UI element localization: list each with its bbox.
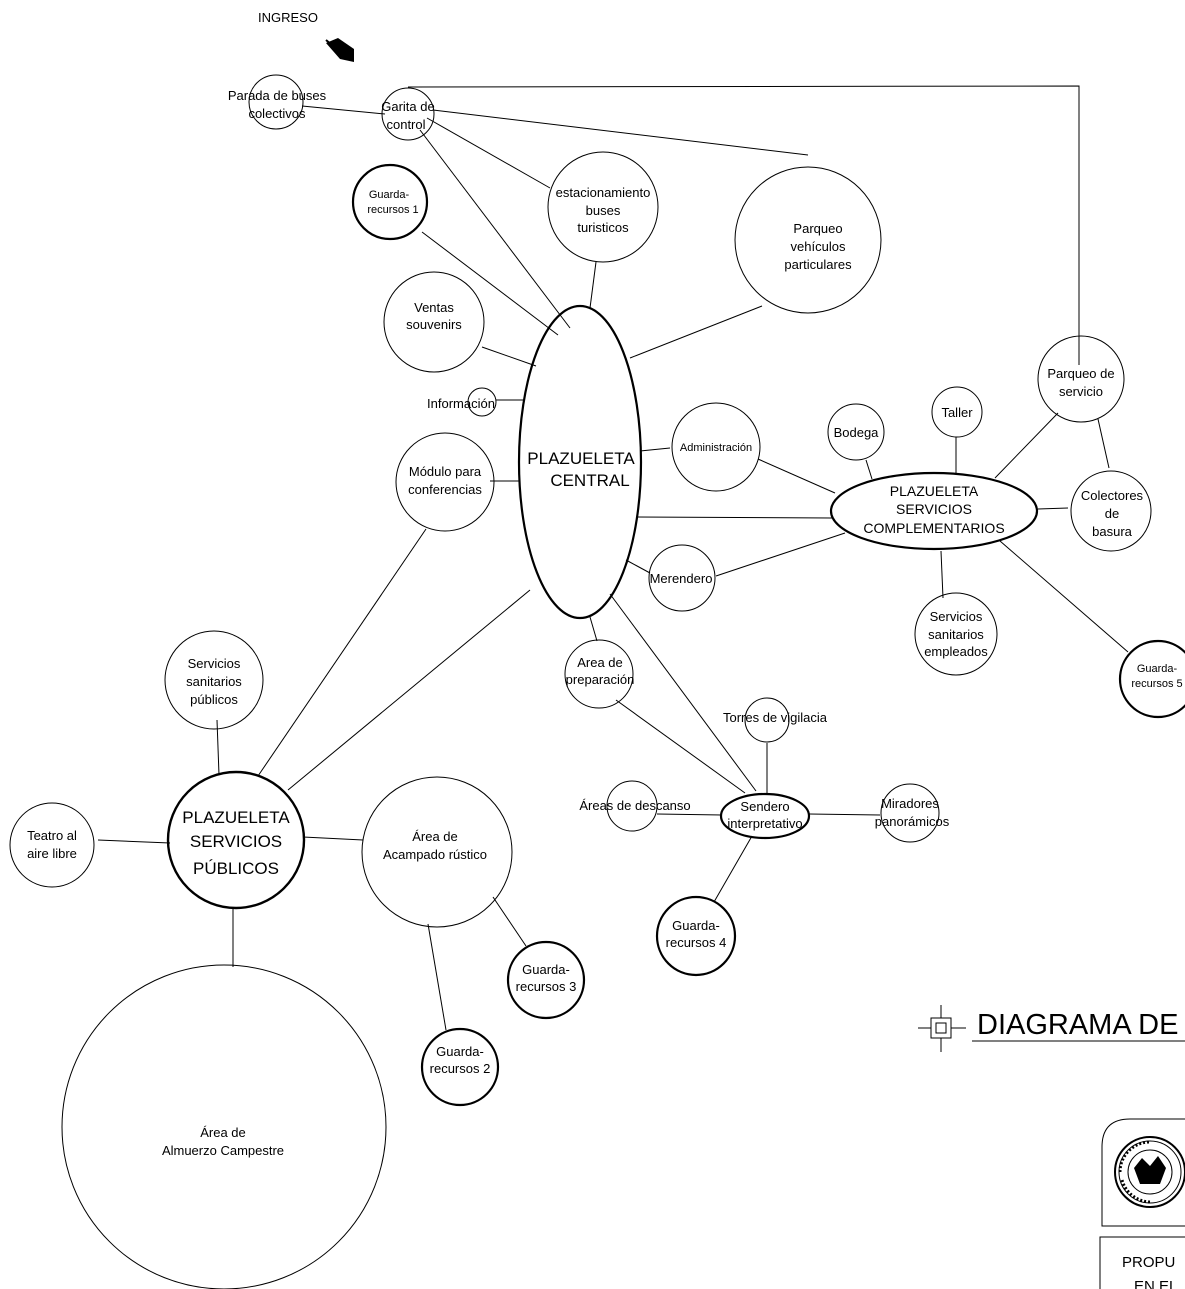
node-torres-vigilancia: Torres de vigilacia	[723, 698, 828, 742]
svg-text:Guarda-recursos 1: Guarda-recursos 1	[367, 189, 418, 216]
svg-text:Administración: Administración	[680, 442, 752, 454]
svg-text:Guarda-recursos 3: Guarda-recursos 3	[516, 962, 577, 994]
seal-box	[1102, 1119, 1185, 1226]
node-guardarecursos-5: Guarda-recursos 5	[1120, 641, 1185, 717]
university-seal-icon	[1115, 1137, 1185, 1207]
node-informacion: Información	[427, 388, 496, 416]
target-marker-icon	[918, 1005, 966, 1052]
diagram-title: DIAGRAMA DE	[977, 1009, 1178, 1041]
svg-text:Áreas de descanso: Áreas de descanso	[579, 798, 690, 813]
node-bodega: Bodega	[828, 404, 884, 460]
svg-text:Guarda-recursos 2: Guarda-recursos 2	[430, 1044, 491, 1076]
svg-text:Torres de vigilacia: Torres de vigilacia	[723, 710, 828, 725]
svg-text:Taller: Taller	[941, 405, 973, 420]
node-guardarecursos-2: Guarda-recursos 2	[422, 1029, 498, 1105]
svg-text:Guarda-recursos 5: Guarda-recursos 5	[1131, 663, 1182, 690]
node-guardarecursos-1: Guarda-recursos 1	[353, 165, 427, 239]
node-taller: Taller	[932, 387, 982, 437]
svg-text:Bodega: Bodega	[834, 425, 880, 440]
node-areas-descanso: Áreas de descanso	[579, 781, 691, 831]
svg-text:Guarda-recursos 4: Guarda-recursos 4	[666, 918, 727, 950]
svg-text:Merendero: Merendero	[650, 571, 713, 586]
diagram-title-block: DIAGRAMA DE	[918, 1005, 1185, 1052]
node-guardarecursos-4: Guarda-recursos 4	[657, 897, 735, 975]
ingreso-label: INGRESO	[258, 10, 318, 25]
ingreso-arrow-icon	[326, 38, 354, 62]
svg-text:Información: Información	[427, 396, 495, 411]
connector-lines	[98, 86, 1128, 1030]
node-merendero: Merendero	[649, 545, 715, 611]
node-guardarecursos-3: Guarda-recursos 3	[508, 942, 584, 1018]
node-administracion: Administración	[672, 403, 760, 491]
